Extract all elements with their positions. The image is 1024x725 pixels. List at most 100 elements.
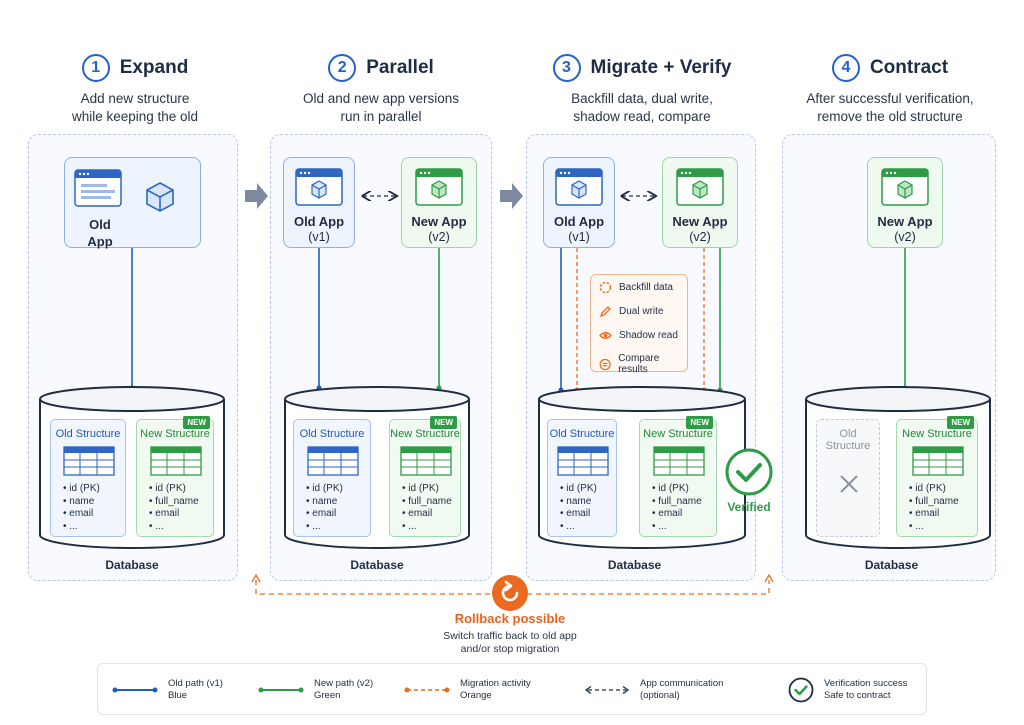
phase-title: Expand [119, 57, 189, 78]
table-icon [307, 446, 359, 476]
close-icon [840, 475, 858, 493]
app-label: Old App [293, 214, 345, 229]
database-label: Database [607, 558, 662, 572]
app-version: (v1) [308, 230, 330, 244]
rollback-path [255, 580, 493, 595]
activity-backfill: Backfill data [599, 281, 673, 294]
removed-old-structure-card: Old Structure [816, 419, 880, 537]
new-structure-card: NEW New Structure • id (PK)• full_name• … [136, 416, 214, 537]
rollback-title: Rollback possible [454, 611, 566, 626]
table-icon [400, 446, 452, 476]
database-4: Old Structure NEW New Structure • id (PK… [804, 385, 992, 553]
phase-arrow-1 [245, 183, 268, 209]
old-app-card: Old App [64, 157, 201, 249]
verified-label: Verified [727, 500, 771, 514]
app-label: Old App [87, 217, 113, 249]
app-version: (v1) [568, 230, 590, 244]
old-structure-card: Old Structure • id (PK)• name• email• ..… [293, 419, 371, 537]
database-1: Old Structure • id (PK)• name• email• ..… [38, 385, 226, 553]
database-label: Database [864, 558, 919, 572]
app-cube-window-icon [881, 168, 929, 206]
phase-number: 2 [328, 54, 357, 82]
structure-title: Old Structure [55, 428, 121, 440]
new-structure-card: NEW New Structure • id (PK)• full_name• … [389, 416, 461, 537]
structure-title: New Structure [390, 428, 460, 440]
rollback-icon [492, 575, 528, 611]
phase-number: 4 [831, 54, 860, 82]
phase-number: 3 [552, 54, 581, 82]
structure-title: Old Structure [825, 428, 871, 452]
app-label: New App [672, 214, 728, 229]
new-structure-card: NEW New Structure • id (PK)• full_name• … [639, 416, 717, 537]
field-list: • id (PK)• full_name• email• ... [652, 483, 702, 532]
new-app-v2-card: New App (v2) [662, 157, 738, 248]
field-list: • id (PK)• name• email• ... [63, 483, 100, 532]
old-app-v1-card: Old App (v1) [283, 157, 355, 248]
app-cube-window-icon [295, 168, 343, 206]
table-icon [912, 446, 964, 476]
phase-description: Backfill data, dual write,shadow read, c… [571, 91, 713, 124]
structure-title: New Structure [140, 428, 210, 440]
legend: Old path (v1)Blue New path (v2)Green Mig… [97, 663, 927, 715]
phase-4-header: 4 Contract After successful verification,… [783, 54, 997, 126]
new-badge: NEW [947, 416, 974, 429]
phase-number: 1 [81, 54, 110, 82]
database-2: Old Structure • id (PK)• name• email• ..… [283, 385, 471, 553]
database-3: Old Structure • id (PK)• name• email• ..… [537, 385, 747, 553]
field-list: • id (PK)• name• email• ... [306, 483, 343, 532]
field-list: • id (PK)• full_name• email• ... [909, 483, 959, 532]
app-version: (v2) [894, 230, 916, 244]
field-list: • id (PK)• full_name• email• ... [149, 483, 199, 532]
app-cube-window-icon [676, 168, 724, 206]
app-version: (v2) [689, 230, 711, 244]
new-badge: NEW [686, 416, 713, 429]
table-icon [63, 446, 115, 476]
pencil-icon [599, 306, 611, 318]
new-badge: NEW [430, 416, 457, 429]
legend-new-path: New path (v2)Green [258, 664, 373, 716]
app-version: (v2) [428, 230, 450, 244]
verified-check-icon [725, 448, 773, 496]
app-cube-window-icon [555, 168, 603, 206]
app-label: New App [411, 214, 467, 229]
phase-arrow-2 [500, 183, 523, 209]
activity-compare: Compare results [599, 353, 687, 375]
migration-activity-box: Backfill data Dual write Shadow read Com… [590, 274, 688, 375]
activity-shadow-read: Shadow read [599, 329, 678, 342]
backfill-icon [599, 281, 612, 294]
app-cube-window-icon [415, 168, 463, 206]
structure-title: Old Structure [299, 428, 365, 440]
phase-title: Migrate + Verify [590, 57, 732, 78]
app-label: Old App [553, 214, 605, 229]
old-app-v1-card: Old App (v1) [543, 157, 615, 248]
structure-title: New Structure [902, 428, 972, 440]
table-icon [150, 446, 202, 476]
phase-title: Contract [869, 57, 949, 78]
eye-icon [599, 332, 612, 339]
old-structure-card: Old Structure • id (PK)• name• email• ..… [547, 419, 617, 537]
activity-dual-write: Dual write [599, 305, 663, 318]
table-icon [557, 446, 609, 476]
compare-icon [599, 358, 611, 370]
table-icon [653, 446, 705, 476]
old-structure-card: Old Structure • id (PK)• name• email• ..… [50, 419, 126, 537]
legend-app-communication: App communication(optional) [584, 664, 723, 716]
check-circle-icon [788, 677, 814, 703]
app-window-icon [74, 169, 122, 207]
new-app-v2-card: New App (v2) [867, 157, 943, 248]
new-app-v2-card: New App (v2) [401, 157, 477, 248]
cube-icon [146, 182, 174, 212]
phase-3-header: 3 Migrate + Verify Backfill data, dual wr… [527, 54, 757, 126]
legend-old-path: Old path (v1)Blue [112, 664, 223, 716]
phase-description: After successful verification,remove the… [806, 91, 974, 124]
database-label: Database [350, 558, 404, 572]
structure-title: New Structure [643, 428, 713, 440]
